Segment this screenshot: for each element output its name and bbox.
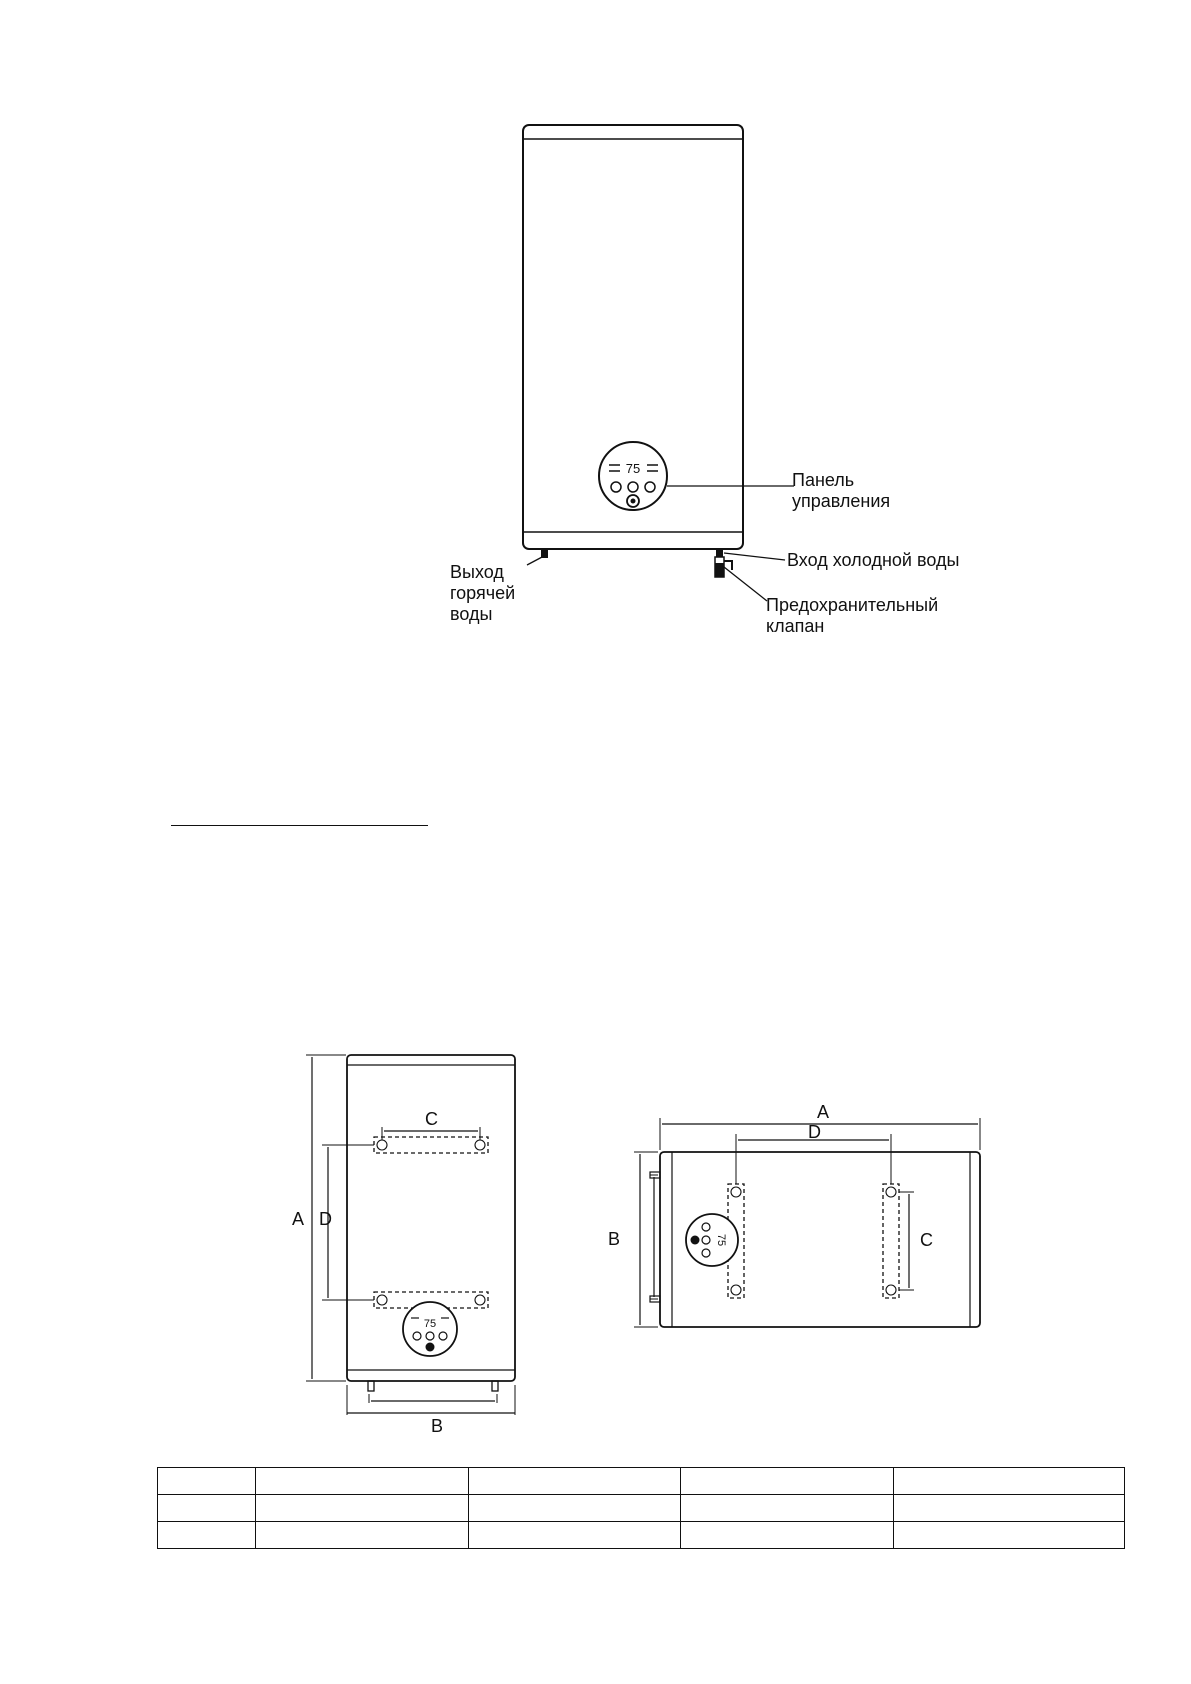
mode-button-icon <box>644 481 656 493</box>
svg-text:75: 75 <box>424 1318 436 1330</box>
table-cell <box>467 1494 682 1522</box>
table-cell <box>254 1494 469 1522</box>
vertical-dimension-drawing: 75 A D C B <box>292 1054 516 1435</box>
table-cell <box>467 1467 682 1495</box>
table-cell <box>157 1494 256 1522</box>
table-cell <box>680 1494 895 1522</box>
table-cell <box>467 1521 682 1549</box>
control-panel: 75 <box>598 441 668 511</box>
svg-text:75: 75 <box>715 1234 727 1246</box>
front-view-diagram: 75 <box>522 124 794 602</box>
horizontal-dim-b: B <box>608 1229 620 1249</box>
table-row <box>157 1467 1125 1495</box>
table-cell <box>893 1467 1125 1495</box>
table-cell <box>254 1467 469 1495</box>
table-row <box>157 1521 1125 1549</box>
table-row <box>157 1494 1125 1522</box>
label-hot-water-outlet: Выход горячей воды <box>450 562 516 624</box>
table-cell <box>157 1521 256 1549</box>
hot-water-outlet-pipe <box>541 549 548 558</box>
label-control-panel: Панель управления <box>792 470 891 511</box>
horizontal-dim-a: A <box>817 1102 829 1122</box>
tank-body <box>522 124 744 550</box>
table-cell <box>893 1521 1125 1549</box>
dimensions-table <box>157 1467 1125 1549</box>
table-cell <box>254 1521 469 1549</box>
horizontal-dimension-drawing: 75 A D B C <box>608 1102 981 1328</box>
table-cell <box>157 1467 256 1495</box>
down-button-icon <box>610 481 622 493</box>
vertical-dim-c: C <box>425 1109 438 1129</box>
vertical-control-panel: 75 <box>402 1301 458 1357</box>
horizontal-dim-d: D <box>808 1122 821 1142</box>
horizontal-dim-c: C <box>920 1230 933 1250</box>
table-cell <box>893 1494 1125 1522</box>
display-value: 75 <box>626 461 640 476</box>
table-cell <box>680 1467 895 1495</box>
section-heading-underline <box>171 825 428 826</box>
table-cell <box>680 1521 895 1549</box>
vertical-dim-d: D <box>319 1209 332 1229</box>
label-cold-water-inlet: Вход холодной воды <box>787 550 960 570</box>
vertical-dim-a: A <box>292 1209 304 1229</box>
vertical-dim-b: B <box>431 1416 443 1435</box>
up-button-icon <box>627 481 639 493</box>
power-button-icon <box>626 494 640 508</box>
label-safety-valve: Предохранительный клапан <box>766 595 939 636</box>
horizontal-control-panel: 75 <box>685 1213 739 1267</box>
